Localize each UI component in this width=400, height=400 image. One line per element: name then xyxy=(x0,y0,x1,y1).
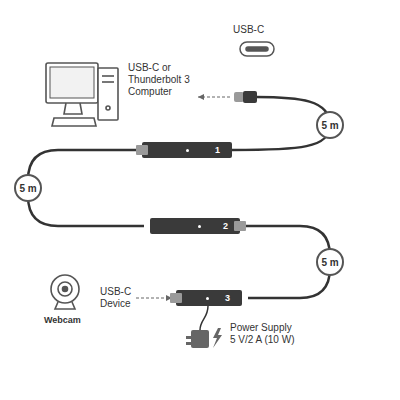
computer-icon xyxy=(46,63,118,126)
annotation: USB-C or Thunderbolt 3 Computer xyxy=(128,62,200,98)
cable xyxy=(28,150,144,226)
led-dot xyxy=(186,149,189,152)
length-badge: 5 m xyxy=(14,174,42,202)
length-badge: 5 m xyxy=(316,248,344,276)
connector-plug xyxy=(136,145,148,155)
annotation: USB-C Device xyxy=(100,286,138,310)
box-number: 2 xyxy=(223,221,228,231)
annotation: USB-C xyxy=(233,24,273,36)
box-number: 3 xyxy=(225,293,230,303)
extender-box: 3 xyxy=(176,290,242,306)
dashed-arrow xyxy=(136,298,172,299)
usb-c-plug xyxy=(234,91,257,103)
annotation: Webcam xyxy=(44,314,94,326)
annotation: Power Supply 5 V/2 A (10 W) xyxy=(230,322,299,346)
webcam-icon xyxy=(51,275,79,309)
power-cable xyxy=(200,306,208,330)
box-number: 1 xyxy=(215,145,220,155)
length-badge: 5 m xyxy=(316,111,344,139)
usb-c-port-icon xyxy=(240,42,274,56)
led-dot xyxy=(206,297,209,300)
connector-plug xyxy=(234,221,246,231)
connector-plug xyxy=(170,293,182,303)
extender-box: 1 xyxy=(142,142,232,158)
extender-box: 2 xyxy=(150,218,240,234)
power-adapter-icon xyxy=(186,328,222,348)
dashed-arrow xyxy=(198,97,230,98)
led-dot xyxy=(198,225,201,228)
